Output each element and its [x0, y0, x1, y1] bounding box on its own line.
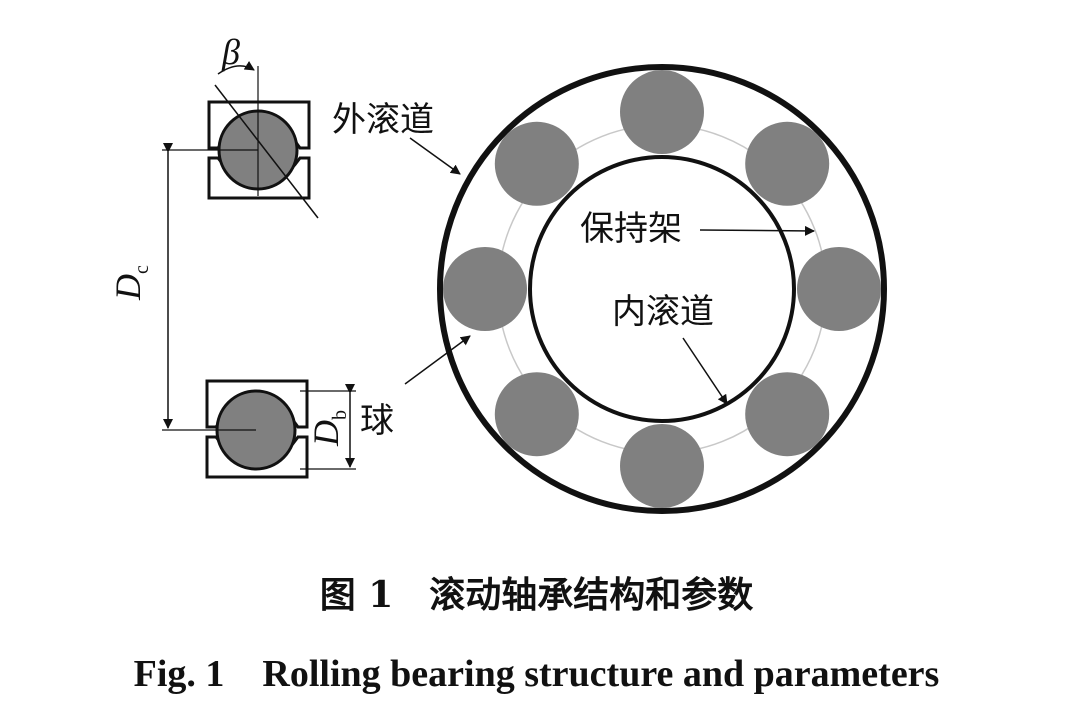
- bearing-diagram: β Dc Db 外滚道 保持架 内滚道 球: [108, 32, 887, 514]
- inner-race-ring: [528, 155, 796, 423]
- beta-arc: [217, 60, 255, 75]
- figure-caption-en: Fig. 1 Rolling bearing structure and par…: [133, 653, 940, 695]
- outer-race-ring: [437, 64, 887, 514]
- rolling-ball: [797, 247, 881, 331]
- dc-dimension: Dc: [108, 143, 173, 429]
- outer-race-label: 外滚道: [332, 100, 434, 140]
- contact-angle-line: [214, 84, 319, 219]
- inner-race-label: 内滚道: [612, 292, 714, 332]
- outer-race-leader: [409, 137, 461, 175]
- dc-label: Dc: [108, 265, 153, 301]
- rolling-ball: [745, 372, 830, 457]
- rolling-balls: [443, 70, 881, 508]
- beta-label: β: [221, 32, 240, 72]
- cross-section-bottom: [162, 379, 309, 479]
- annotations: 外滚道 保持架 内滚道 球: [332, 100, 815, 441]
- cage-label: 保持架: [580, 209, 682, 249]
- cage-leader: [699, 225, 815, 236]
- inner-race-leader: [682, 337, 728, 405]
- db-dimension: Db: [300, 384, 356, 470]
- db-label: Db: [306, 410, 351, 447]
- bearing-front-view: [437, 64, 887, 514]
- rolling-ball: [443, 247, 527, 331]
- rolling-ball: [620, 424, 704, 508]
- rolling-ball: [494, 372, 579, 457]
- ball-label: 球: [360, 401, 394, 441]
- rolling-ball: [494, 121, 579, 206]
- figure-caption-cn: 图 1 滚动轴承结构和参数: [319, 574, 754, 616]
- cross-section-top: β: [162, 32, 319, 219]
- rolling-ball: [745, 121, 830, 206]
- rolling-ball: [620, 70, 704, 154]
- ball-leader: [404, 335, 471, 385]
